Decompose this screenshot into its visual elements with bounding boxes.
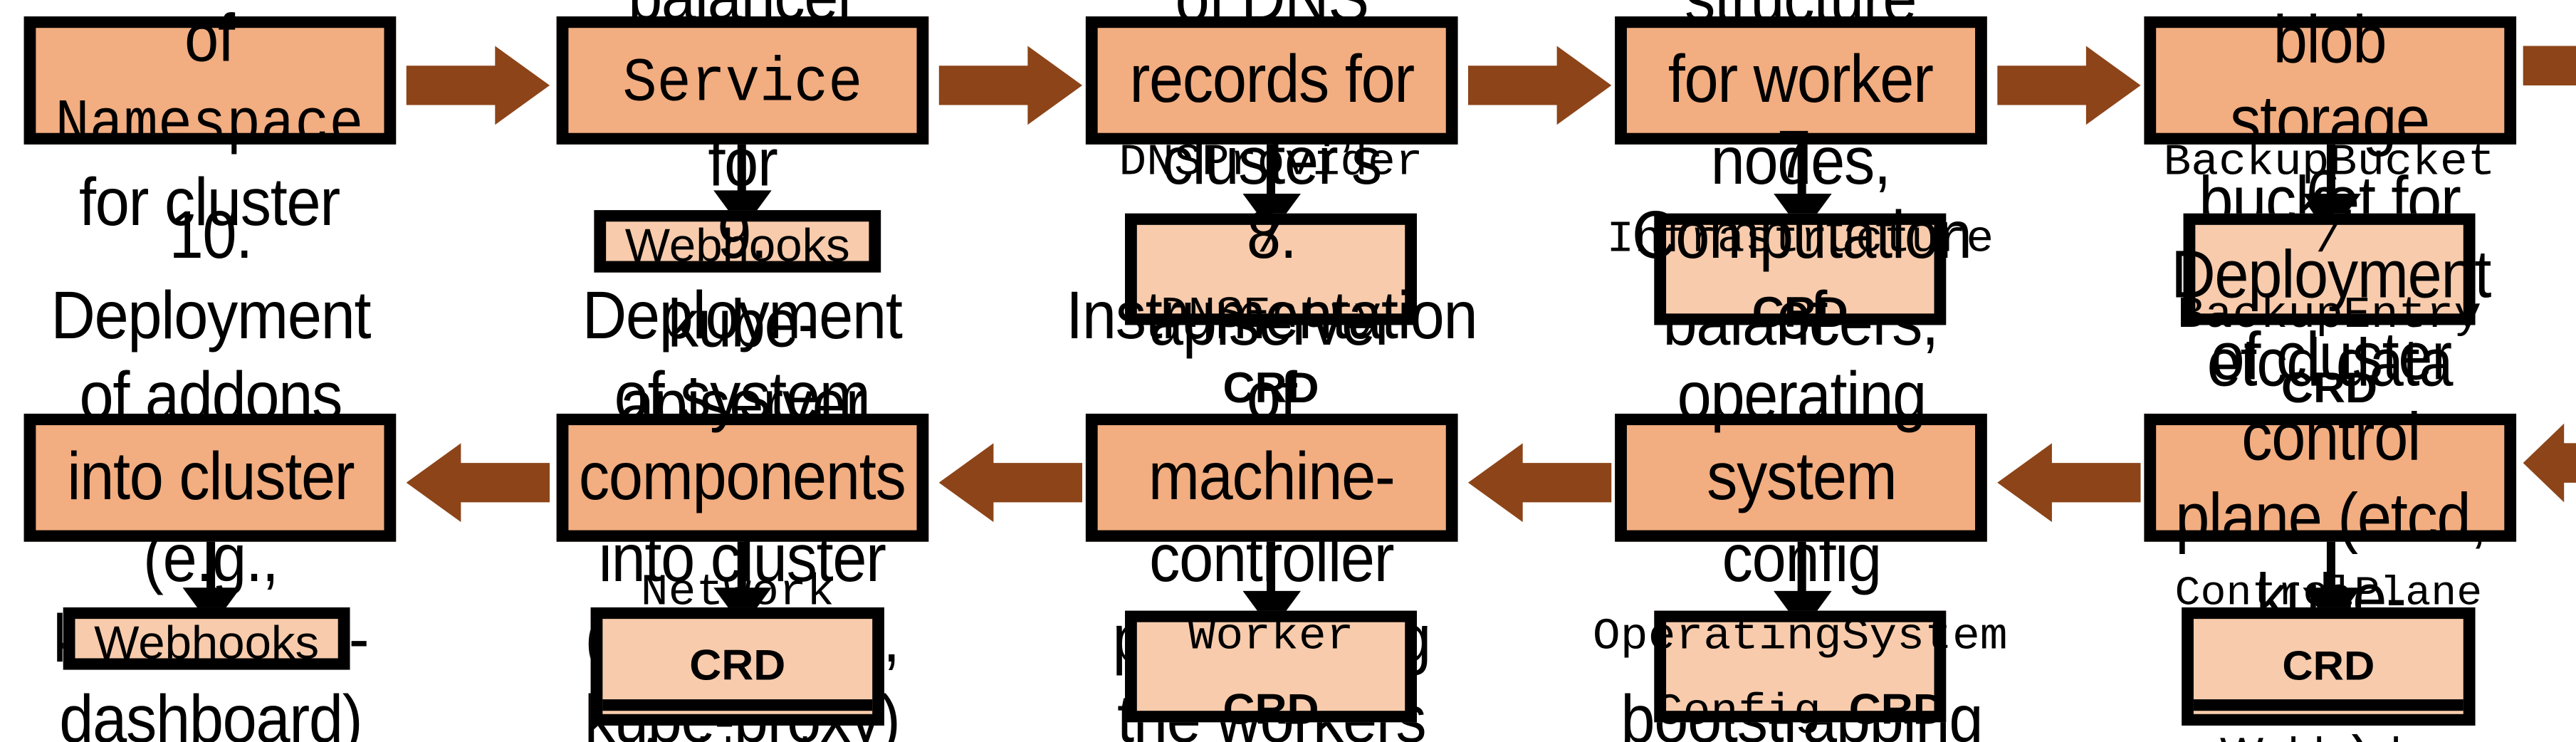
arrow-8-to-9 [938, 443, 1083, 523]
artifact-row: BackupBucket /BackupEntry CRD [2163, 117, 2495, 421]
connector-step7-to-crd [1797, 541, 1806, 595]
connector-step8-to-crd [1267, 541, 1276, 595]
arrow-5-to-6 [2523, 46, 2576, 514]
connector-step3-to-crd [1267, 144, 1276, 197]
artifact-box-dns-crd[interactable]: DNSProvider /DNSEntry CRD [1119, 140, 1423, 413]
arrow-4-to-5 [1997, 46, 2141, 125]
connector-step4-to-crd [1797, 144, 1806, 197]
artifact-row-network-crd: Network CRD [602, 547, 872, 699]
arrow-9-to-10 [406, 443, 550, 523]
connector-step10-to-webhooks [206, 541, 216, 591]
artifact-text: Webhooks [94, 617, 320, 668]
artifact-row-controlplane-crd: ControlPlane CRD [2175, 547, 2483, 699]
connector-step2-to-webhooks [737, 144, 746, 194]
artifact-row-webhooks: Webhooks [2193, 699, 2464, 742]
connector-step6-to-artifacts [2326, 541, 2335, 591]
step-box-8[interactable]: 8. Instrumentation ofmachine-controllerp… [1067, 197, 1479, 742]
artifact-text: ControlPlane CRD [2174, 569, 2483, 690]
artifact-text: Webhooks [629, 710, 846, 742]
step-box-2[interactable]: 2. Creation of loadbalancer Service forc… [556, 0, 929, 442]
connector-step9-to-artifacts [737, 541, 746, 591]
artifact-row: Webhooks [75, 600, 337, 676]
artifact-text: Webhooks [2220, 710, 2437, 742]
artifact-text: Webhooks [624, 219, 850, 271]
artifact-box-controlplane[interactable]: ControlPlane CRD Webhooks [2175, 570, 2483, 742]
artifact-row: Webhooks [606, 203, 869, 279]
artifact-box-network[interactable]: Network CRD Webhooks [590, 570, 884, 742]
arrow-2-to-3 [938, 46, 1083, 125]
artifact-row-webhooks: Webhooks [602, 699, 873, 742]
artifact-text: DNSProvider /DNSEntry CRD [1119, 140, 1423, 413]
connector-step5-to-crd [2326, 144, 2335, 197]
arrow-1-to-2 [406, 46, 550, 125]
arrow-3-to-4 [1467, 46, 1612, 125]
artifact-box-backup-crd[interactable]: BackupBucket /BackupEntry CRD [2163, 140, 2495, 413]
arrow-7-to-8 [1467, 443, 1612, 523]
artifact-row: DNSProvider /DNSEntry CRD [1119, 117, 1423, 421]
artifact-text: Network CRD [640, 569, 834, 690]
artifact-text: BackupBucket /BackupEntry CRD [2163, 140, 2496, 413]
artifact-box-webhooks-2[interactable]: Webhooks [594, 210, 881, 273]
artifact-box-webhooks-10[interactable]: Webhooks [63, 607, 350, 670]
arrow-6-to-7 [1997, 443, 2141, 523]
